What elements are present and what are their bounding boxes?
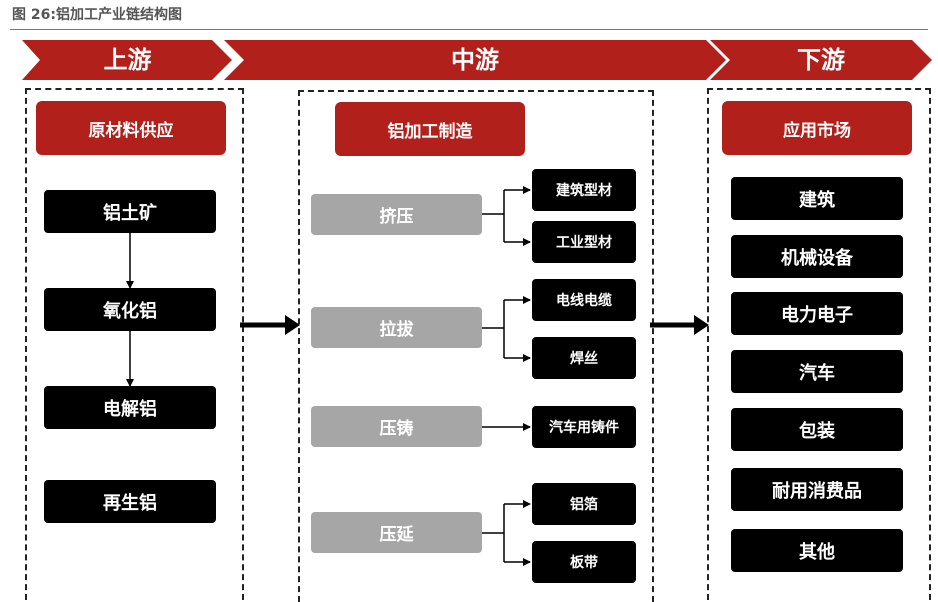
product-plate-strip: 板带 xyxy=(532,541,636,583)
upstream-header: 原材料供应 xyxy=(36,101,226,155)
product-welding-wire: 焊丝 xyxy=(532,337,636,379)
product-aluminum-foil: 铝箔 xyxy=(532,483,636,525)
market-power-electronics: 电力电子 xyxy=(731,292,903,335)
process-die-casting: 压铸 xyxy=(311,406,482,447)
market-other: 其他 xyxy=(731,529,903,572)
stage-label-upstream: 上游 xyxy=(103,46,152,74)
market-automobile: 汽车 xyxy=(731,350,903,393)
upstream-item-electrolytic-aluminum: 电解铝 xyxy=(44,386,216,429)
stage-label-midstream: 中游 xyxy=(451,46,499,74)
process-extrusion: 挤压 xyxy=(311,194,482,235)
market-durable-goods: 耐用消费品 xyxy=(731,468,903,511)
midstream-header: 铝加工制造 xyxy=(335,102,525,156)
product-auto-casting: 汽车用铸件 xyxy=(532,406,636,448)
chevron-midstream xyxy=(224,40,726,80)
title-rule xyxy=(10,29,928,30)
upstream-item-alumina: 氧化铝 xyxy=(44,288,216,331)
product-industrial-profile: 工业型材 xyxy=(532,221,636,263)
process-drawing: 拉拔 xyxy=(311,307,482,348)
stage-label-downstream: 下游 xyxy=(797,46,845,74)
figure-title: 图 26:铝加工产业链结构图 xyxy=(12,7,182,23)
market-construction: 建筑 xyxy=(731,177,903,220)
market-machinery: 机械设备 xyxy=(731,235,903,278)
product-wire-cable: 电线电缆 xyxy=(532,279,636,321)
upstream-frame xyxy=(25,88,244,600)
upstream-item-recycled-aluminum: 再生铝 xyxy=(44,480,216,523)
chevron-upstream xyxy=(22,40,232,80)
chevron-downstream xyxy=(710,40,932,80)
downstream-frame xyxy=(707,88,931,600)
market-packaging: 包装 xyxy=(731,408,903,451)
process-rolling: 压延 xyxy=(311,512,482,553)
downstream-header: 应用市场 xyxy=(722,101,912,155)
product-building-profile: 建筑型材 xyxy=(532,169,636,211)
midstream-frame xyxy=(298,90,654,602)
upstream-item-bauxite: 铝土矿 xyxy=(44,190,216,233)
